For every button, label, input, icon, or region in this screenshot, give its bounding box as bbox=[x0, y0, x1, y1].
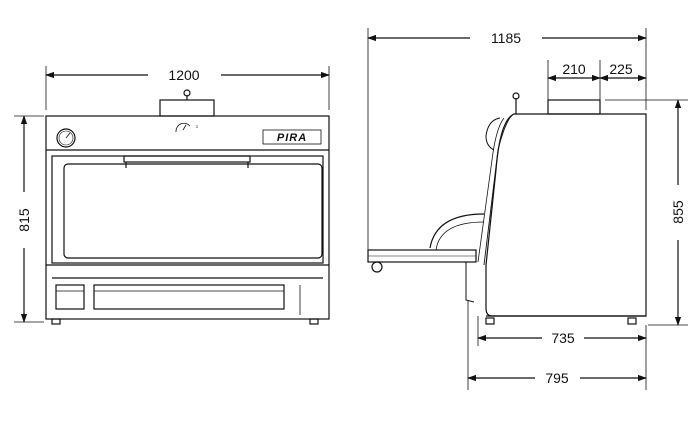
front-foot-left bbox=[51, 318, 61, 325]
damper-arc-tick bbox=[182, 124, 187, 131]
side-total-depth-label: 1185 bbox=[491, 30, 521, 46]
ash-drawer-wide bbox=[93, 284, 285, 310]
handle-back-label: 225 bbox=[609, 61, 633, 77]
handle-offset-label: 210 bbox=[562, 61, 586, 77]
side-view: 1185 210 225 855 bbox=[367, 28, 688, 390]
front-height-label: 815 bbox=[16, 208, 32, 232]
thermometer-dial-icon bbox=[56, 128, 76, 148]
tray-bracket bbox=[465, 262, 475, 303]
front-width-label: 1200 bbox=[168, 67, 199, 83]
thermometer-needle bbox=[65, 132, 71, 139]
damper-arc-icon bbox=[175, 122, 191, 133]
top-handle-knob bbox=[183, 89, 191, 97]
side-handle-knob bbox=[512, 92, 520, 100]
side-thermometer-bump bbox=[485, 117, 501, 151]
base-depth-label: 795 bbox=[545, 370, 569, 386]
side-foot-front bbox=[485, 317, 495, 325]
side-front-panel bbox=[483, 113, 515, 266]
door-handle bbox=[123, 155, 251, 163]
side-height-label: 855 bbox=[670, 200, 686, 224]
side-body-outline bbox=[485, 113, 647, 317]
side-top-handle-box bbox=[547, 99, 601, 115]
damper-hint: Σ bbox=[196, 124, 199, 129]
ash-drawer-small bbox=[55, 284, 85, 310]
brand-logo: PIRA bbox=[277, 132, 307, 144]
oven-door-outer bbox=[51, 155, 324, 264]
door-swing-arc bbox=[429, 213, 485, 249]
top-handle-box bbox=[159, 99, 215, 117]
side-foot-back bbox=[627, 317, 637, 325]
side-front-panel-inner bbox=[477, 117, 505, 263]
thermometer-dial-inner bbox=[58, 130, 74, 146]
front-view: 1200 815 Σ PIRA bbox=[14, 66, 330, 325]
tray-wheel bbox=[371, 261, 383, 273]
oven-body bbox=[45, 115, 330, 320]
front-foot-right bbox=[309, 318, 319, 325]
brand-logo-plate bbox=[262, 129, 322, 145]
oven-door-window bbox=[63, 163, 323, 259]
door-swing-arc-inner bbox=[435, 221, 485, 251]
body-depth-label: 735 bbox=[551, 330, 575, 346]
